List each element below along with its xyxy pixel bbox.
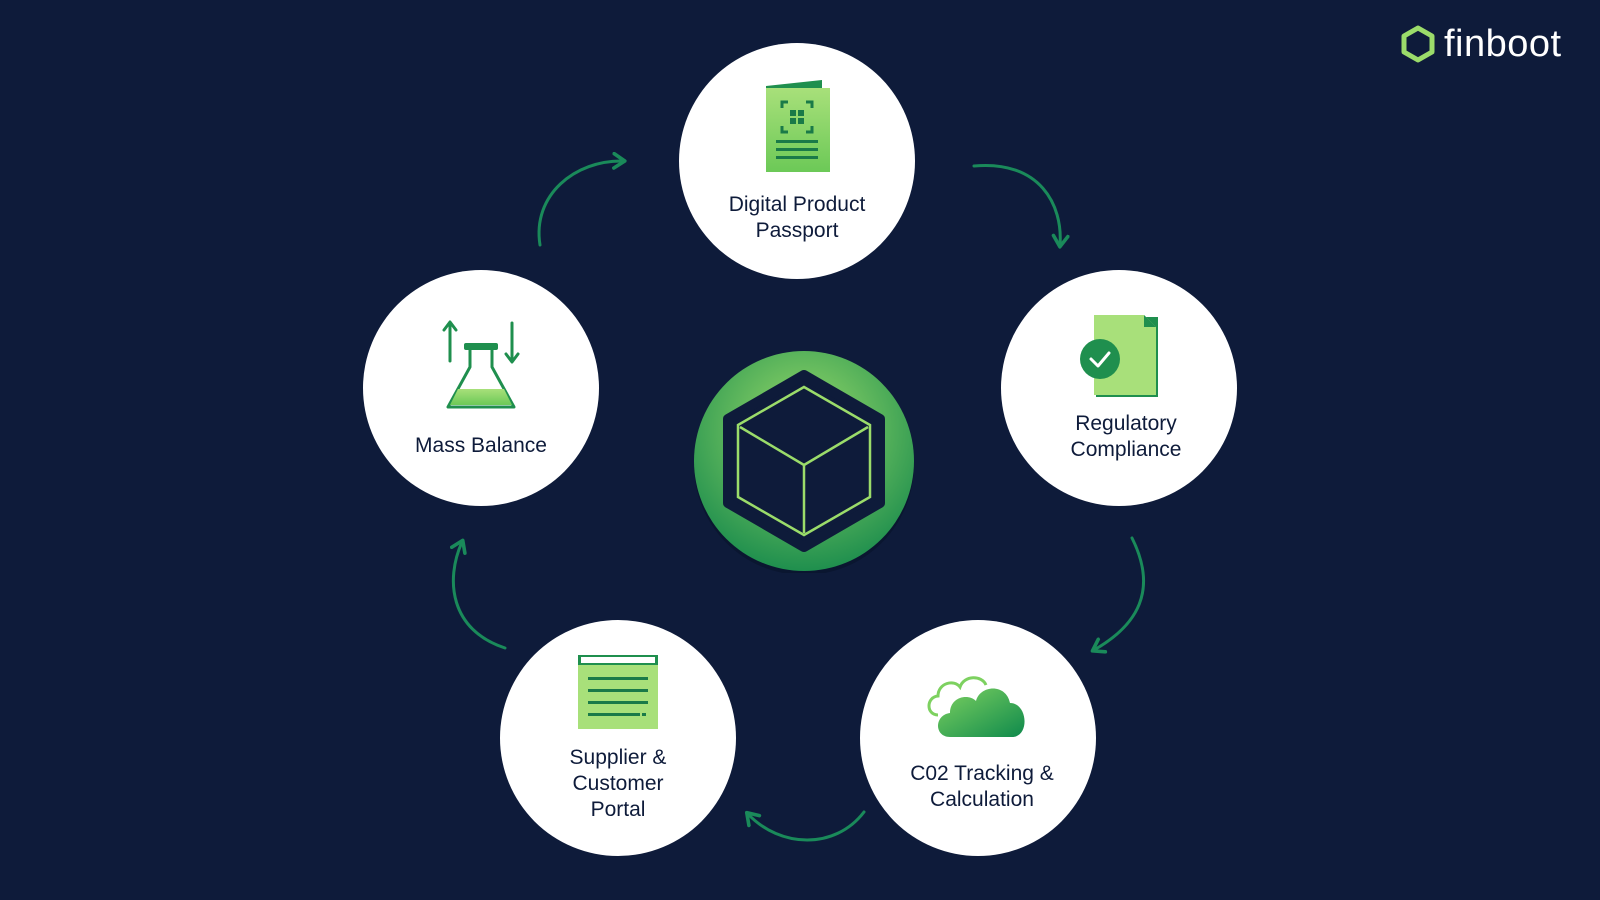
arrow-reg-to-co2 (1090, 536, 1146, 654)
center-cube-hub (694, 351, 914, 573)
node-label: Mass Balance (415, 434, 547, 457)
hexagon-logo-icon (1401, 25, 1435, 63)
node-regulatory-compliance: Regulatory Compliance (1001, 270, 1237, 506)
passport-qr-icon (766, 80, 830, 172)
node-label: Regulatory Compliance (1070, 412, 1182, 461)
arrow-sup-to-mass (449, 538, 507, 650)
node-label: Digital Product Passport (728, 193, 866, 242)
node-co2-tracking: C02 Tracking & Calculation (860, 620, 1096, 856)
node-label: C02 Tracking & Calculation (910, 762, 1054, 811)
document-check-icon (1080, 315, 1158, 397)
portal-window-icon (578, 655, 658, 729)
arrow-dpp-to-reg (972, 163, 1070, 249)
flask-arrows-icon (442, 320, 520, 409)
node-supplier-customer-portal: Supplier & Customer Portal (500, 620, 736, 856)
node-digital-product-passport: Digital Product Passport (679, 43, 915, 279)
arrow-co2-to-sup (744, 810, 866, 842)
brand-name: finboot (1444, 23, 1562, 65)
node-label: Supplier & Customer Portal (569, 746, 667, 821)
brand-logo: finboot (1400, 20, 1580, 68)
cube-icon (723, 370, 885, 552)
cloud-icon (927, 676, 1025, 737)
node-mass-balance: Mass Balance (363, 270, 599, 506)
arrow-mass-to-dpp (537, 151, 627, 247)
